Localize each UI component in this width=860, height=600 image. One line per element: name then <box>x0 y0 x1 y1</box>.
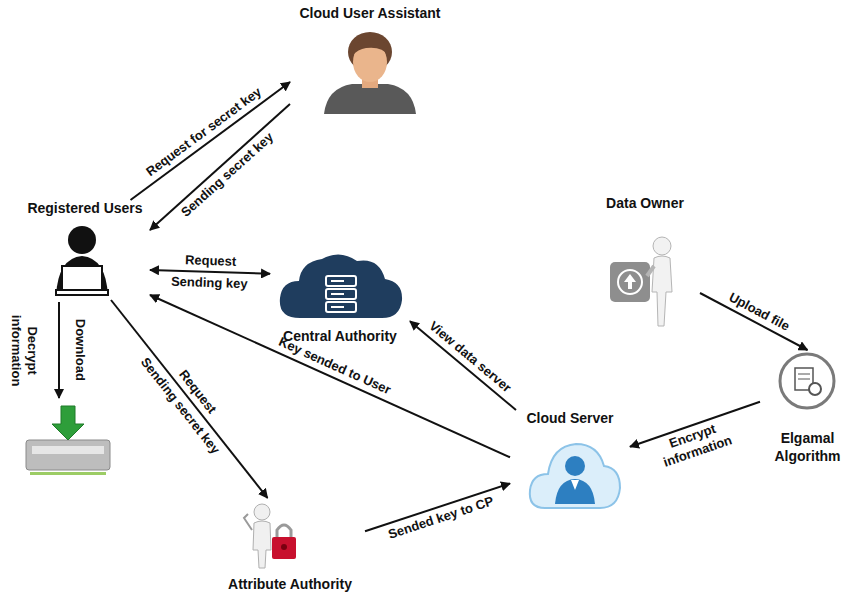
cloud-server-person-icon <box>530 444 620 508</box>
user-icon <box>56 226 108 296</box>
node-label: Cloud Server <box>510 410 630 428</box>
free-label: Sending key <box>171 274 248 292</box>
data-owner-icon <box>610 237 672 326</box>
node-label: Cloud User Assistant <box>290 5 450 23</box>
download-icon <box>26 406 110 475</box>
node-label: Elgamal Algorithm <box>763 430 853 465</box>
node-box: Central Authority <box>270 250 410 345</box>
edge-label: Request <box>185 252 237 269</box>
cloud-server-icon <box>280 254 402 318</box>
free-label: Download <box>72 319 88 381</box>
node-box: Cloud Server <box>510 410 630 515</box>
assistant-icon <box>324 32 416 114</box>
connector-arrow <box>111 300 268 498</box>
edge-label: View data server <box>426 318 515 396</box>
edge-label: Encrypt information <box>642 413 747 475</box>
node-box: Cloud User Assistant <box>290 5 450 115</box>
algorithm-icon <box>780 354 834 408</box>
free-label: Decrypt information <box>8 300 39 400</box>
connector-arrow <box>410 321 516 410</box>
node-label: Attribute Authority <box>215 576 365 594</box>
node-box: Data Owner <box>590 195 700 335</box>
node-box: Attribute Authority <box>215 498 365 593</box>
download-arrow <box>58 302 60 398</box>
node-label: Registered Users <box>20 200 150 218</box>
node-label: Data Owner <box>590 195 700 213</box>
edge-label: Sended key to CP <box>386 493 495 542</box>
node-box: Elgamal Algorithm <box>760 350 855 465</box>
node-box: Registered Users <box>20 200 150 300</box>
attribute-authority-icon <box>244 504 296 568</box>
connector-arrow <box>150 270 270 274</box>
